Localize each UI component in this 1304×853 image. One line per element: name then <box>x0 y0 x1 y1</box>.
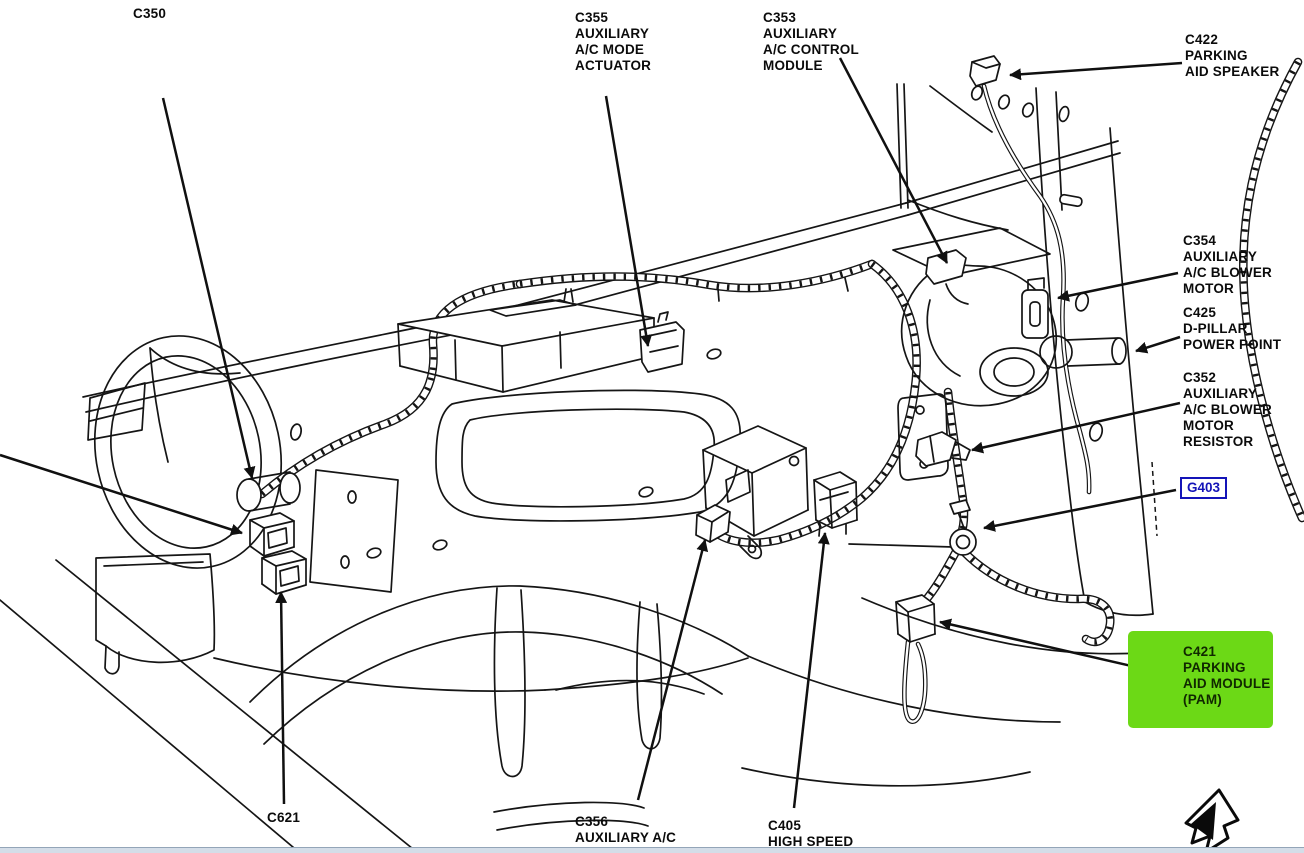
leader-offscreen-left <box>0 453 243 536</box>
c422-speaker-connector <box>969 55 1083 208</box>
leader-c421 <box>939 618 1163 675</box>
c356-connector <box>695 504 731 543</box>
label-c354: C354 AUXILIARY A/C BLOWER MOTOR <box>1183 233 1272 296</box>
label-c353: C353 AUXILIARY A/C CONTROL MODULE <box>763 10 859 73</box>
c353-connector <box>925 249 969 305</box>
body-outline <box>0 83 1158 853</box>
label-c405: C405 HIGH SPEED <box>768 818 854 849</box>
window-bottom-edge <box>0 847 1304 853</box>
pam-wire-loop <box>902 639 928 724</box>
label-c621: C621 <box>267 810 301 825</box>
leader-c354 <box>1057 271 1179 302</box>
speaker-wire <box>981 83 1092 495</box>
leader-c356 <box>636 539 709 801</box>
wiring-harness <box>257 57 1304 647</box>
c405-relay <box>813 471 858 537</box>
leader-c422 <box>1009 61 1183 81</box>
leader-c355 <box>604 95 653 347</box>
label-c355: C355 AUXILIARY A/C MODE ACTUATOR <box>575 10 652 73</box>
leader-c350 <box>161 97 256 479</box>
c354-connector <box>1021 277 1049 339</box>
leader-c425 <box>1135 335 1181 354</box>
label-c352: C352 AUXILIARY A/C BLOWER MOTOR RESISTOR <box>1183 370 1272 449</box>
c350-connector <box>236 471 301 512</box>
label-c356: C356 AUXILIARY A/C <box>575 814 677 845</box>
g403-ground <box>949 499 977 556</box>
label-c425: C425 D-PILLAR POWER POINT <box>1183 305 1282 352</box>
power-point <box>1039 335 1127 369</box>
control-module <box>702 425 809 560</box>
c621-connector <box>261 550 307 595</box>
leader-c353 <box>838 57 949 264</box>
c352-resistor <box>897 393 971 481</box>
label-g403-link[interactable]: G403 <box>1180 477 1228 499</box>
label-c421-highlight[interactable]: C421 PARKING AID MODULE (PAM) <box>1128 631 1273 728</box>
leader-c405 <box>792 532 830 809</box>
leader-g403 <box>983 488 1177 532</box>
c421-pam-connector <box>895 594 936 643</box>
leader-c352 <box>971 401 1181 454</box>
left-square-connector <box>249 512 295 557</box>
label-c422: C422 PARKING AID SPEAKER <box>1185 32 1280 79</box>
front-of-vehicle-arrow-icon <box>1184 788 1240 853</box>
leader-lines <box>0 57 1183 809</box>
label-c350: C350 <box>133 6 167 21</box>
leader-c621 <box>275 591 288 805</box>
harness-clips <box>563 277 849 303</box>
